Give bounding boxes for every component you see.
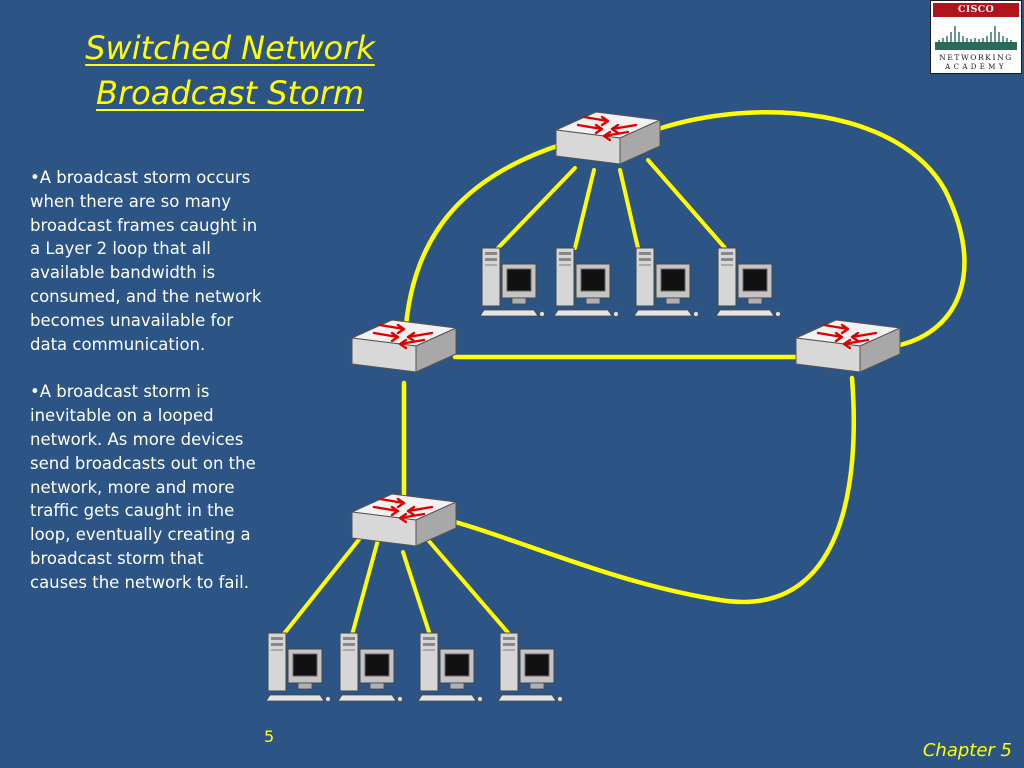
bullet-2: •A broadcast storm is inevitable on a lo… xyxy=(30,382,256,592)
cisco-logo: CISCO SYSTEMS NETWORKING ACADEMY xyxy=(930,0,1022,74)
switch-icon-top xyxy=(554,110,662,166)
page-number: 5 xyxy=(264,727,275,746)
workstation-icon xyxy=(417,632,483,702)
workstation-icon xyxy=(337,632,403,702)
logo-academy-text: ACADEMY xyxy=(945,63,1007,71)
workstation-icon xyxy=(497,632,563,702)
link-top-right xyxy=(652,110,967,348)
workstation-icon xyxy=(553,247,619,317)
workstation-icon xyxy=(715,247,781,317)
title-line-2: Broadcast Storm xyxy=(96,74,364,112)
slide-title: Switched Network Broadcast Storm xyxy=(40,26,420,116)
switch-icon-left xyxy=(350,318,458,374)
loop-links xyxy=(401,110,967,605)
workstation-icon xyxy=(633,247,699,317)
workstation-icon xyxy=(265,632,331,702)
bullet-1: •A broadcast storm occurs when there are… xyxy=(30,168,262,354)
logo-networking-text: NETWORKING xyxy=(939,53,1013,62)
switch-icon-right xyxy=(794,318,902,374)
chapter-label: Chapter 5 xyxy=(922,740,1012,761)
slide-body: •A broadcast storm occurs when there are… xyxy=(30,166,265,619)
switch-icon-bottom xyxy=(350,492,458,548)
link-top-left xyxy=(402,142,563,343)
workstation-icon xyxy=(479,247,545,317)
host-links xyxy=(281,158,727,637)
logo-top-text: CISCO SYSTEMS xyxy=(933,3,1019,29)
link-right-bottom xyxy=(452,375,857,605)
title-line-1: Switched Network xyxy=(85,29,375,67)
logo-bridge-icon xyxy=(935,26,1017,50)
